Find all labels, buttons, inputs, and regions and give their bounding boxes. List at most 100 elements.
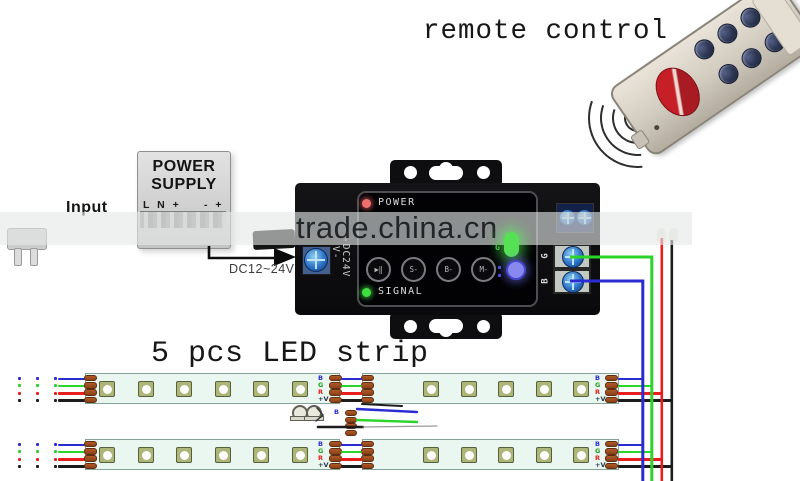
wire — [570, 279, 645, 481]
led-chip — [573, 446, 589, 463]
mid-connector-label: B — [334, 408, 339, 416]
green-channel-indicator — [504, 232, 519, 257]
solder-pad — [605, 382, 618, 389]
signal-led — [362, 288, 371, 297]
continuation-dot — [18, 464, 21, 468]
wire — [611, 109, 641, 145]
watermark-text: trade.china.cn — [296, 210, 498, 245]
dc-voltage-label: DC12~24V — [229, 262, 295, 276]
jumper-wire — [316, 407, 324, 416]
psu-output-terminal-labels: - + — [204, 199, 225, 211]
led-chip — [498, 380, 514, 397]
power-supply-title: POWER SUPPLY — [151, 158, 217, 193]
dc-terminal-screw — [304, 248, 328, 272]
dc-terminal-text: V- — [330, 246, 341, 260]
pad-label: G — [318, 381, 324, 390]
led-chip — [176, 380, 192, 397]
strip-bus-wire — [618, 392, 664, 395]
strip-lead-wire — [58, 443, 86, 447]
led-chip — [137, 380, 154, 397]
led-chip — [291, 380, 308, 397]
strip-bus-wire — [618, 443, 645, 447]
strip-bus-wire — [618, 384, 654, 388]
pad-label: +V — [318, 461, 329, 470]
continuation-dot — [54, 391, 57, 395]
continuation-dot — [18, 398, 21, 402]
led-chip — [253, 380, 269, 397]
led-chip — [214, 446, 231, 463]
keyhole-slot — [439, 323, 453, 337]
pad-label: B — [595, 440, 600, 449]
continuation-dot — [54, 457, 57, 461]
mid-solder-pad — [345, 429, 357, 436]
screw-hole — [404, 320, 417, 333]
pad-label: +V — [318, 395, 329, 404]
controller-mount-tab-bottom — [390, 312, 502, 339]
continuation-dot — [54, 443, 57, 447]
led-chip — [460, 380, 477, 397]
led-chip — [176, 446, 192, 463]
continuation-dot — [36, 450, 39, 454]
solder-pad — [84, 455, 97, 462]
solder-pad — [84, 396, 97, 403]
strip-lead-wire — [58, 450, 86, 454]
pad-label: G — [595, 447, 601, 456]
signal-led-label: SIGNAL — [378, 286, 424, 297]
pad-label: R — [595, 388, 601, 397]
led-chip — [423, 446, 439, 463]
jumper-wire — [362, 425, 438, 428]
continuation-dot — [36, 384, 39, 388]
power-led — [362, 199, 371, 208]
strip-jumper-wire — [341, 399, 362, 402]
led-chip — [99, 380, 115, 397]
led-chip — [460, 446, 477, 463]
dc-input-arrow-icon — [274, 248, 296, 266]
continuation-dot — [54, 398, 57, 402]
continuation-dot — [18, 384, 21, 388]
led-chip — [498, 446, 514, 463]
pad-label: +V — [595, 395, 606, 404]
solder-pad — [605, 441, 618, 448]
strip-bus-wire — [618, 465, 674, 468]
strip-lead-wire — [58, 384, 86, 388]
strip-lead-wire — [58, 377, 86, 381]
wire — [599, 105, 642, 157]
continuation-dot — [18, 391, 21, 395]
led-chip — [423, 380, 439, 397]
continuation-dot — [18, 457, 21, 461]
strip-lead-wire — [58, 399, 86, 402]
controller-mount-tab-top — [390, 160, 502, 187]
led-chip — [214, 380, 231, 397]
watermark-band: trade.china.cn — [0, 210, 692, 245]
psu-input-terminal-labels: L N + — [143, 199, 182, 211]
green-indicator-letter: G — [495, 243, 500, 252]
plug-prong — [14, 248, 22, 266]
jumper-wire — [361, 403, 403, 407]
solder-pad — [84, 462, 97, 469]
pad-label: B — [595, 374, 600, 383]
pad-label: R — [318, 388, 324, 397]
wire — [207, 246, 276, 260]
jumper-wire — [315, 414, 324, 422]
jumper-wire — [355, 418, 419, 424]
led-chip — [137, 446, 154, 463]
continuation-dot — [18, 443, 21, 447]
speed-button: S- — [401, 257, 426, 282]
brightness-button: B- — [436, 257, 461, 282]
play-pause-button: ▶‖ — [366, 257, 391, 282]
led-chip — [253, 446, 269, 463]
plug-prong — [30, 248, 38, 266]
screw-hole — [477, 320, 490, 333]
panel-indicator-dot — [498, 274, 501, 277]
wire — [570, 255, 654, 481]
mid-solder-pad — [345, 410, 357, 416]
keyhole-slot — [439, 162, 453, 176]
strip-lead-wire — [58, 465, 86, 468]
continuation-dot — [36, 398, 39, 402]
solder-pad — [605, 448, 618, 455]
strip-jumper-wire — [341, 377, 362, 381]
led-chip — [99, 446, 115, 463]
